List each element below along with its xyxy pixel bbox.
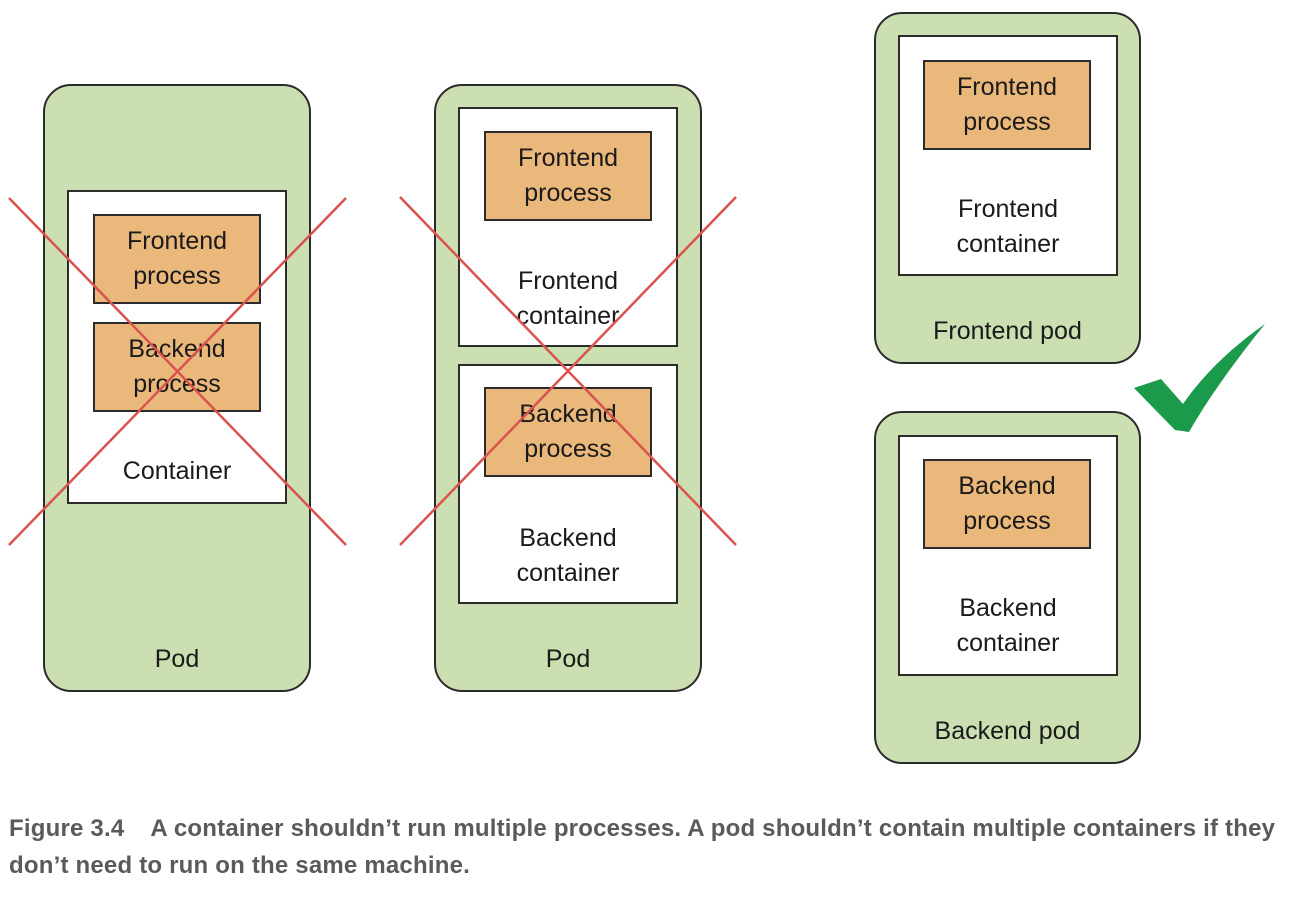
left-backend-process-label: Backend process — [128, 335, 226, 398]
checkmark-icon — [1134, 324, 1265, 432]
backend-container-label: Backend container — [956, 594, 1060, 657]
left-backend-process: Backend process — [93, 322, 261, 412]
left-pod-label: Pod — [154, 645, 200, 673]
frontend-container-label: Frontend container — [956, 195, 1060, 258]
left-frontend-process-label: Frontend process — [126, 227, 228, 290]
middle-backend-process: Backend process — [484, 387, 652, 477]
backend-process: Backend process — [923, 459, 1091, 549]
figure-number: Figure 3.4 — [9, 815, 125, 842]
middle-frontend-process-label: Frontend process — [517, 144, 619, 207]
middle-pod-label: Pod — [545, 645, 591, 673]
middle-frontend-process: Frontend process — [484, 131, 652, 221]
figure-caption-text: A container shouldn’t run multiple proce… — [9, 815, 1276, 879]
left-frontend-process: Frontend process — [93, 214, 261, 304]
left-container-label: Container — [122, 457, 232, 485]
backend-pod-label: Backend pod — [934, 717, 1081, 745]
middle-frontend-container-label: Frontend container — [516, 267, 620, 330]
middle-backend-container-label: Backend container — [516, 524, 620, 587]
frontend-process-label: Frontend process — [956, 73, 1058, 136]
backend-process-label: Backend process — [958, 472, 1056, 535]
frontend-process: Frontend process — [923, 60, 1091, 150]
middle-backend-process-label: Backend process — [519, 400, 617, 463]
frontend-pod-label: Frontend pod — [933, 317, 1082, 345]
